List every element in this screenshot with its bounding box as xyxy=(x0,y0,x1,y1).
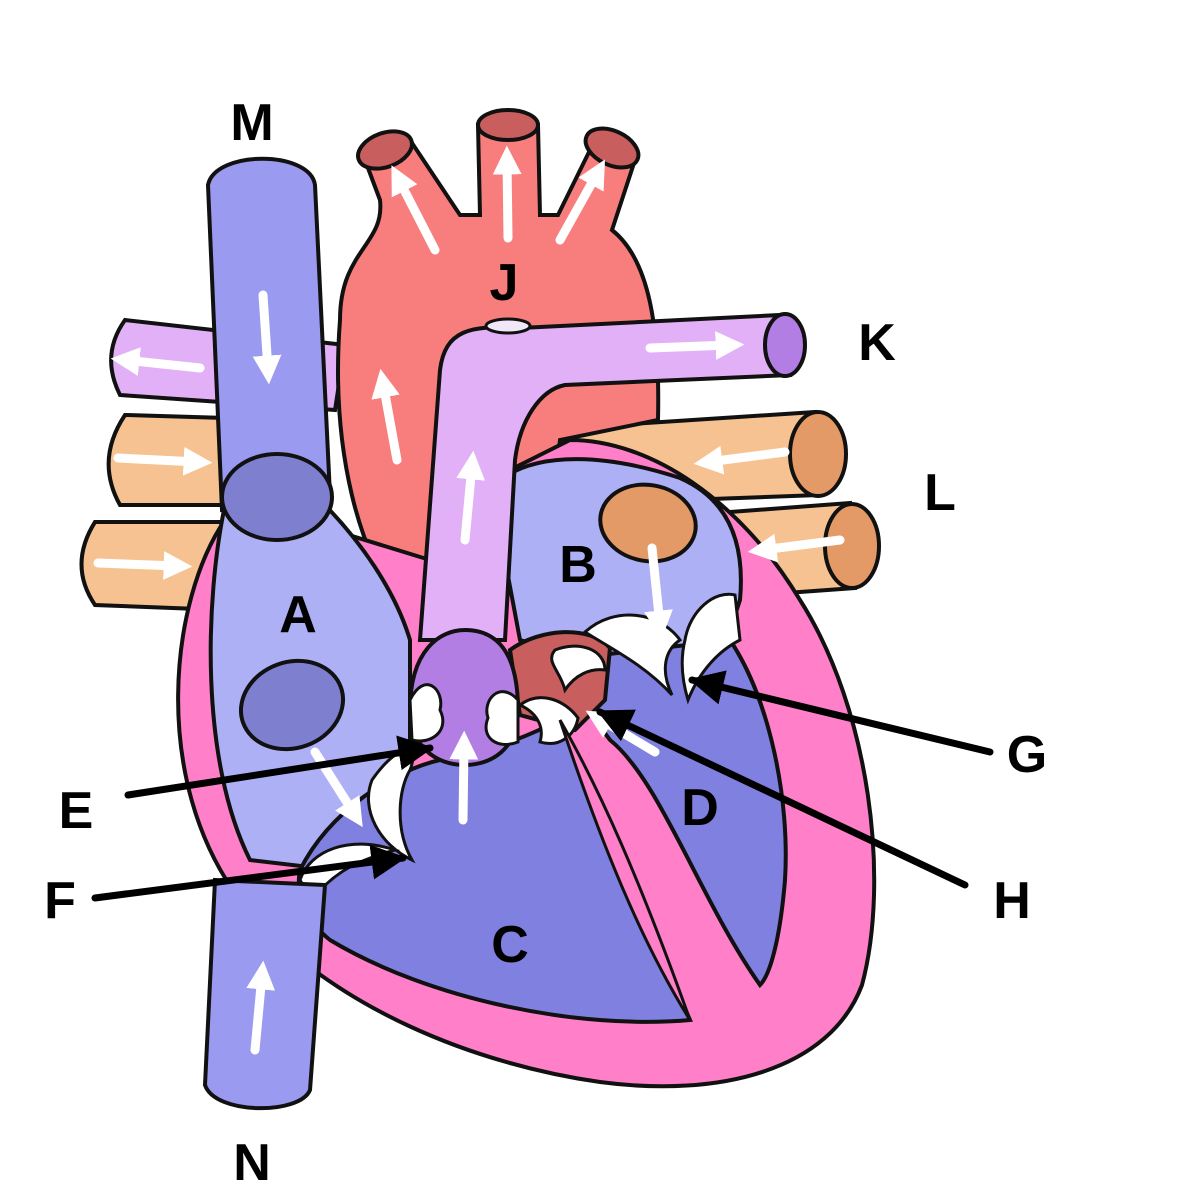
pointer-g xyxy=(688,670,994,756)
label-k: K xyxy=(858,314,896,372)
right-pulmonary-vein-lower-opening xyxy=(823,502,881,590)
flow-arrow xyxy=(645,331,745,360)
label-n: N xyxy=(233,1134,271,1192)
label-a: A xyxy=(279,586,317,644)
pointer-f xyxy=(91,844,407,902)
flow-arrow xyxy=(644,543,673,640)
flow-arrow xyxy=(110,347,205,376)
flow-arrow xyxy=(492,145,522,243)
flow-arrow xyxy=(747,533,845,563)
label-g: G xyxy=(1007,726,1047,784)
flow-arrow xyxy=(555,159,606,245)
flow-arrow xyxy=(693,445,790,475)
pulmonary-valve-cusp-right xyxy=(484,690,520,746)
inferior-vena-cava xyxy=(202,877,328,1111)
aorta-branch-opening-1 xyxy=(356,129,414,171)
aorta-branch-opening-2 xyxy=(476,108,540,142)
label-d: D xyxy=(681,779,719,837)
pointer-lines xyxy=(91,670,994,902)
aortic-arch-notch xyxy=(484,317,532,335)
pointer-e xyxy=(124,735,434,799)
flow-arrow xyxy=(252,290,282,385)
right-pulmonary-vein-upper-opening xyxy=(788,410,848,498)
label-c: C xyxy=(491,916,529,974)
coronary-sinus-opening xyxy=(238,658,346,752)
flow-arrow xyxy=(93,551,193,580)
blood-flow-arrows xyxy=(93,145,845,1055)
label-m: M xyxy=(230,94,273,152)
superior-vena-cava-opening xyxy=(220,452,334,542)
interventricular-septum xyxy=(558,719,692,1021)
label-e: E xyxy=(59,782,94,840)
flow-arrow xyxy=(391,165,440,255)
pulmonary-valve-cusp-left xyxy=(408,683,445,743)
pulmonary-artery-opening xyxy=(763,312,807,378)
label-h: H xyxy=(993,872,1031,930)
aortic-valve-cusp-upper xyxy=(550,644,607,694)
label-j: J xyxy=(490,254,519,312)
label-f: F xyxy=(44,872,76,930)
label-b: B xyxy=(559,536,597,594)
flow-arrow xyxy=(371,368,402,465)
pointer-h xyxy=(596,708,969,889)
flow-arrow xyxy=(246,960,275,1055)
pulmonary-vein-inlet xyxy=(598,482,698,564)
flow-arrow xyxy=(456,450,485,545)
flow-arrow xyxy=(113,446,213,476)
flow-arrow xyxy=(449,730,479,825)
label-l: L xyxy=(924,464,956,522)
